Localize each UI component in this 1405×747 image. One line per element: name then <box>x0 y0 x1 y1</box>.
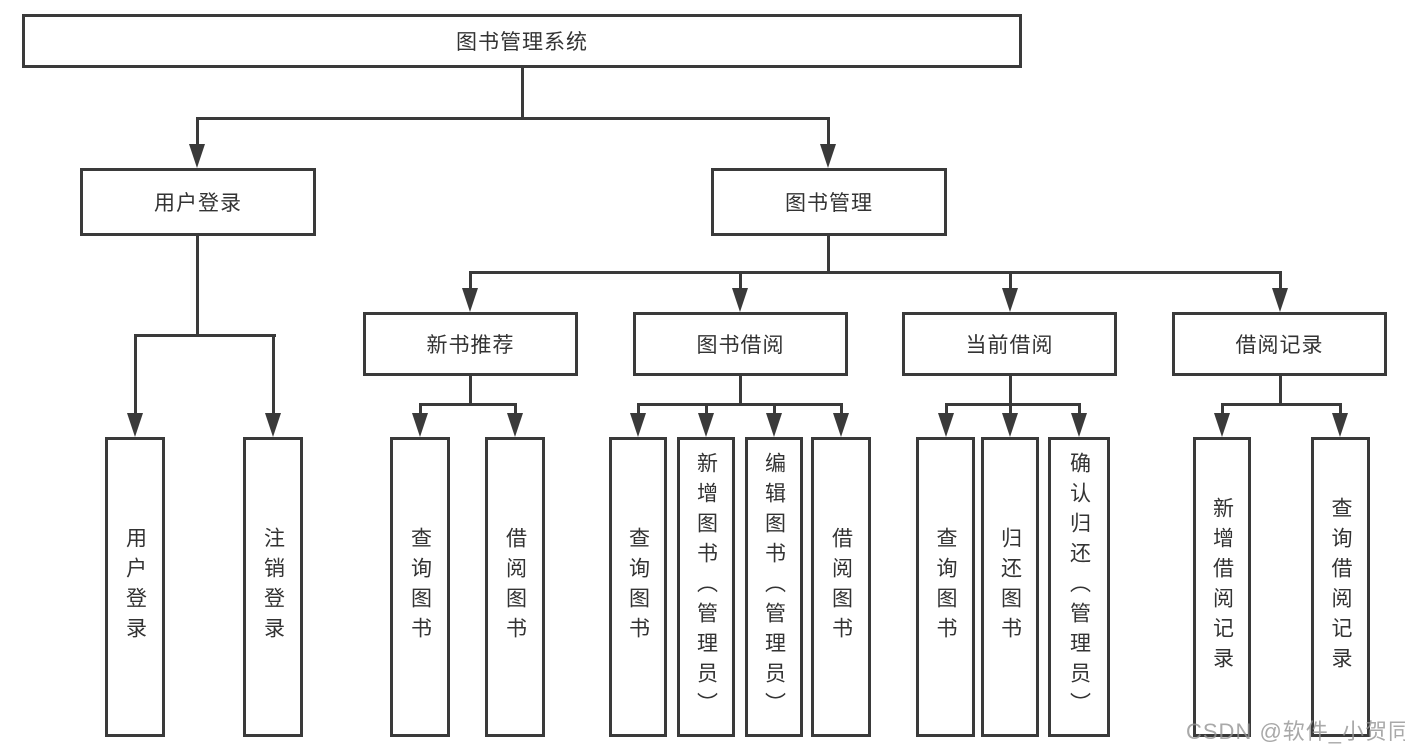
leaf-query-books-borrow: 查询图书 <box>609 437 667 737</box>
connector-arrow <box>412 413 428 437</box>
leaf-edit-book-admin: 编辑图书（管理员） <box>745 437 803 737</box>
leaf-logout: 注销登录 <box>243 437 303 737</box>
connector-line <box>134 334 137 418</box>
connector-line <box>469 271 1282 274</box>
connector-line <box>945 403 1081 406</box>
leaf-query-books-recommend: 查询图书 <box>390 437 450 737</box>
connector-arrow <box>189 144 205 168</box>
connector-line <box>134 334 276 337</box>
node-current-borrow: 当前借阅 <box>902 312 1117 376</box>
leaf-add-borrow-record-label: 新增借阅记录 <box>1210 497 1234 677</box>
connector-line <box>196 236 199 336</box>
leaf-borrow-books-recommend: 借阅图书 <box>485 437 545 737</box>
connector-line <box>1078 403 1081 417</box>
connector-line <box>1221 403 1224 417</box>
connector-line <box>705 403 708 417</box>
connector-arrow <box>1332 413 1348 437</box>
connector-arrow <box>1214 413 1230 437</box>
connector-arrow <box>1272 288 1288 312</box>
node-book-management: 图书管理 <box>711 168 947 236</box>
connector-arrow <box>1002 413 1018 437</box>
connector-line <box>945 403 948 417</box>
connector-line <box>739 271 742 294</box>
leaf-add-borrow-record: 新增借阅记录 <box>1193 437 1251 737</box>
leaf-confirm-return-admin-label: 确认归还（管理员） <box>1067 452 1091 722</box>
connector-line <box>827 117 830 149</box>
connector-arrow <box>1002 288 1018 312</box>
connector-line <box>469 376 472 406</box>
connector-arrow <box>630 413 646 437</box>
connector-line <box>1009 403 1012 417</box>
connector-arrow <box>127 413 143 437</box>
connector-arrow <box>820 144 836 168</box>
connector-arrow <box>833 413 849 437</box>
connector-arrow <box>1071 413 1087 437</box>
leaf-query-books-current: 查询图书 <box>916 437 975 737</box>
connector-line <box>773 403 776 417</box>
connector-line <box>469 271 472 294</box>
connector-arrow <box>698 413 714 437</box>
leaf-query-books-borrow-label: 查询图书 <box>626 527 650 647</box>
leaf-borrow-books-recommend-label: 借阅图书 <box>503 527 527 647</box>
connector-line <box>637 403 640 417</box>
node-root: 图书管理系统 <box>22 14 1022 68</box>
connector-line <box>196 117 199 149</box>
connector-line <box>419 403 422 417</box>
node-new-book-recommend-label: 新书推荐 <box>426 334 515 357</box>
connector-line <box>1221 403 1342 406</box>
connector-line <box>419 403 517 406</box>
connector-line <box>637 403 842 406</box>
connector-line <box>1279 376 1282 406</box>
leaf-return-books: 归还图书 <box>981 437 1039 737</box>
connector-arrow <box>766 413 782 437</box>
leaf-return-books-label: 归还图书 <box>998 527 1022 647</box>
node-root-label: 图书管理系统 <box>456 31 588 54</box>
connector-line <box>272 334 275 418</box>
node-new-book-recommend: 新书推荐 <box>363 312 578 376</box>
connector-arrow <box>507 413 523 437</box>
connector-line <box>1009 376 1012 406</box>
csdn-watermark: CSDN @软件_小贺同学 <box>1186 719 1405 744</box>
leaf-add-book-admin: 新增图书（管理员） <box>677 437 735 737</box>
leaf-borrow-books: 借阅图书 <box>811 437 871 737</box>
connector-line <box>196 117 830 120</box>
node-current-borrow-label: 当前借阅 <box>965 334 1054 357</box>
connector-line <box>827 236 830 274</box>
node-book-borrow-label: 图书借阅 <box>696 334 785 357</box>
leaf-borrow-books-label: 借阅图书 <box>829 527 853 647</box>
leaf-add-book-admin-label: 新增图书（管理员） <box>694 452 718 722</box>
connector-line <box>739 376 742 406</box>
connector-line <box>1009 271 1012 294</box>
connector-line <box>514 403 517 417</box>
connector-line <box>840 403 843 417</box>
node-book-management-label: 图书管理 <box>785 192 873 215</box>
leaf-edit-book-admin-label: 编辑图书（管理员） <box>762 452 786 722</box>
connector-line <box>1339 403 1342 417</box>
node-user-login-label: 用户登录 <box>154 192 242 215</box>
leaf-query-borrow-record: 查询借阅记录 <box>1311 437 1370 737</box>
connector-line <box>1279 271 1282 294</box>
leaf-query-books-recommend-label: 查询图书 <box>408 527 432 647</box>
connector-arrow <box>265 413 281 437</box>
leaf-confirm-return-admin: 确认归还（管理员） <box>1048 437 1110 737</box>
leaf-query-books-current-label: 查询图书 <box>934 527 957 647</box>
connector-arrow <box>462 288 478 312</box>
leaf-logout-label: 注销登录 <box>261 527 285 647</box>
connector-arrow <box>938 413 954 437</box>
leaf-query-borrow-record-label: 查询借阅记录 <box>1329 497 1352 677</box>
leaf-user-login-label: 用户登录 <box>123 527 147 647</box>
connector-line <box>521 68 524 119</box>
connector-arrow <box>732 288 748 312</box>
leaf-user-login: 用户登录 <box>105 437 165 737</box>
node-borrow-records: 借阅记录 <box>1172 312 1387 376</box>
node-book-borrow: 图书借阅 <box>633 312 848 376</box>
node-borrow-records-label: 借阅记录 <box>1235 334 1324 357</box>
node-user-login: 用户登录 <box>80 168 316 236</box>
